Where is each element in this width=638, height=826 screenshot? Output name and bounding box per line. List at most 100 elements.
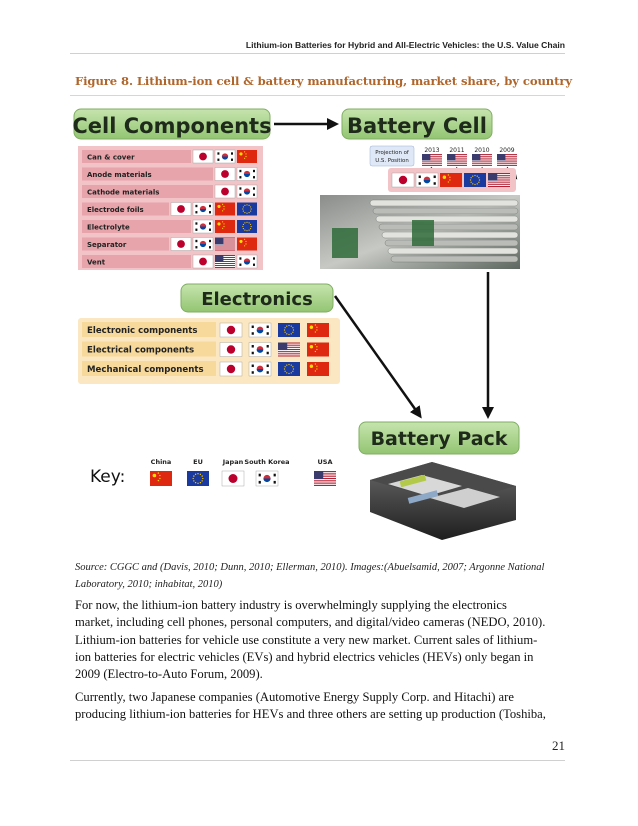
key-item-label: China bbox=[151, 458, 172, 466]
usa-flag-icon bbox=[447, 154, 467, 166]
electronics-row: Electrical components bbox=[82, 341, 329, 357]
cell-component-row: Can & cover bbox=[82, 149, 257, 164]
japan-flag-icon bbox=[219, 342, 243, 357]
battery-pack-box: Battery Pack bbox=[358, 421, 520, 455]
eu-flag-icon bbox=[237, 202, 257, 216]
cell-component-row: Separator bbox=[82, 237, 257, 251]
projection-years: 2013 2011 2010 2009 bbox=[418, 147, 518, 180]
cell-component-row: Electrolyte bbox=[82, 219, 257, 234]
running-header: Lithium-ion Batteries for Hybrid and All… bbox=[245, 40, 565, 50]
cell-component-row: Cathode materials bbox=[82, 184, 258, 199]
key-item: EU bbox=[187, 458, 209, 486]
usa-flag-icon bbox=[215, 255, 235, 268]
header-divider bbox=[70, 53, 565, 54]
eu-flag-icon bbox=[464, 173, 486, 187]
china-flag-icon bbox=[440, 173, 462, 187]
cell-component-label: Separator bbox=[87, 241, 127, 249]
japan-flag-icon bbox=[219, 322, 243, 338]
south-korea-flag-icon bbox=[192, 202, 214, 216]
cell-component-label: Electrolyte bbox=[87, 224, 130, 232]
projection-year-label: 2011 bbox=[449, 147, 464, 154]
key-item: Japan bbox=[221, 458, 245, 487]
electronics-row-label: Mechanical components bbox=[87, 365, 204, 375]
japan-flag-icon bbox=[221, 470, 245, 487]
south-korea-flag-icon bbox=[236, 184, 258, 199]
usa-flag-icon bbox=[278, 342, 300, 357]
eu-flag-icon bbox=[237, 220, 257, 233]
usa-flag-icon bbox=[488, 173, 510, 187]
electronics-row: Electronic components bbox=[82, 322, 329, 338]
china-flag-icon bbox=[237, 150, 257, 163]
south-korea-flag-icon bbox=[236, 167, 258, 181]
cell-component-row: Anode materials bbox=[82, 167, 258, 181]
projection-year-label: 2013 bbox=[424, 147, 439, 154]
figure-source: Source: CGGC and (Davis, 2010; Dunn, 201… bbox=[75, 562, 545, 590]
cell-component-label: Electrode foils bbox=[87, 206, 144, 214]
cell-component-row: Electrode foils bbox=[82, 202, 257, 216]
cell-components-box: Cell Components bbox=[72, 108, 272, 140]
cell-component-label: Vent bbox=[87, 259, 106, 267]
china-flag-icon bbox=[150, 471, 172, 486]
usa-flag-icon bbox=[314, 471, 336, 486]
china-flag-icon bbox=[215, 202, 235, 216]
south-korea-flag-icon bbox=[236, 254, 258, 269]
key-item: USA bbox=[314, 458, 336, 486]
key-title: Key: bbox=[90, 467, 125, 487]
arrow-electronics-to-pack bbox=[333, 295, 422, 419]
cell-component-row: Vent bbox=[82, 254, 258, 269]
electronics-label: Electronics bbox=[201, 289, 313, 310]
body-paragraph: For now, the lithium-ion battery industr… bbox=[75, 598, 546, 682]
usa-flag-icon bbox=[422, 154, 442, 166]
electronics-row-label: Electronic components bbox=[87, 326, 197, 336]
eu-flag-icon bbox=[278, 362, 300, 376]
key-item-label: EU bbox=[193, 458, 203, 466]
japan-flag-icon bbox=[214, 184, 236, 199]
key-item-label: South Korea bbox=[244, 458, 289, 466]
japan-flag-icon bbox=[219, 361, 243, 377]
figure-canvas: Cell Components Battery Cell Can & cover… bbox=[72, 108, 520, 540]
key-item-label: Japan bbox=[222, 458, 244, 466]
south-korea-flag-icon bbox=[255, 470, 279, 487]
cell-component-label: Cathode materials bbox=[87, 189, 159, 197]
page-number: 21 bbox=[552, 738, 565, 753]
key-item: South Korea bbox=[244, 458, 290, 487]
south-korea-flag-icon bbox=[192, 237, 214, 251]
key-item-label: USA bbox=[318, 458, 333, 466]
eu-flag-icon bbox=[278, 323, 300, 337]
electronics-row-label: Electrical components bbox=[87, 346, 194, 356]
south-korea-flag-icon bbox=[248, 342, 272, 357]
china-flag-icon bbox=[307, 362, 329, 376]
japan-flag-icon bbox=[391, 172, 415, 188]
battery-cell-image bbox=[320, 195, 520, 269]
battery-pack-label: Battery Pack bbox=[371, 428, 508, 450]
south-korea-flag-icon bbox=[192, 219, 214, 234]
cell-components-label: Cell Components bbox=[72, 114, 271, 138]
battery-cell-flags bbox=[391, 172, 510, 188]
value-chain-figure: Cell Components Battery Cell Can & cover… bbox=[70, 100, 540, 540]
battery-cell-label: Battery Cell bbox=[347, 114, 487, 138]
japan-flag-icon bbox=[170, 237, 192, 251]
projection-year-label: 2009 bbox=[499, 147, 514, 154]
south-korea-flag-icon bbox=[214, 149, 236, 164]
body-paragraph: Currently, two Japanese companies (Autom… bbox=[75, 690, 546, 722]
eu-flag-icon bbox=[187, 471, 209, 486]
south-korea-flag-icon bbox=[415, 172, 439, 188]
figure-title-divider bbox=[70, 95, 565, 96]
south-korea-flag-icon bbox=[248, 361, 272, 377]
battery-cell-box: Battery Cell bbox=[341, 108, 493, 140]
electronics-box: Electronics bbox=[180, 283, 334, 313]
projection-year-label: 2010 bbox=[474, 147, 489, 154]
japan-flag-icon bbox=[214, 167, 236, 181]
usa-flag-icon bbox=[472, 154, 492, 166]
electronics-row: Mechanical components bbox=[82, 361, 329, 377]
usa-flag-icon bbox=[215, 237, 235, 251]
china-flag-icon bbox=[215, 220, 235, 233]
china-flag-icon bbox=[307, 323, 329, 337]
battery-pack-image bbox=[370, 462, 516, 540]
china-flag-icon bbox=[237, 237, 257, 251]
footer-divider bbox=[70, 760, 565, 761]
